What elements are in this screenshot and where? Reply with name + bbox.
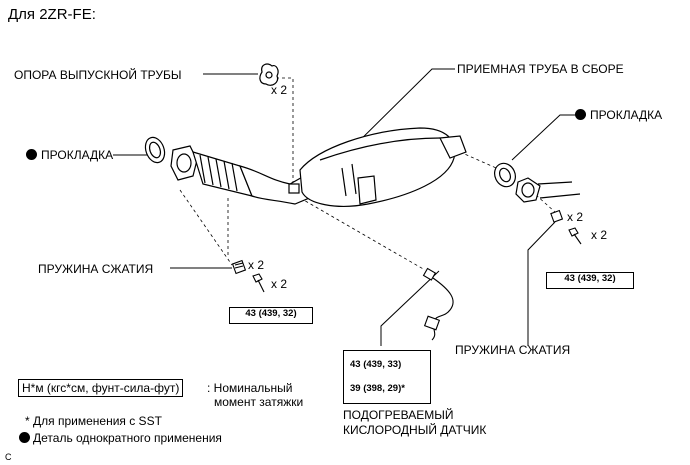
center-pipe-part (515, 177, 581, 203)
torque-sensor-box: 43 (439, 33) 39 (398, 29)* (343, 350, 431, 404)
qty-bolt-left: x 2 (271, 277, 288, 291)
exhaust-support-part (259, 63, 279, 86)
label-front-pipe: ПРИЕМНАЯ ТРУБА В СБОРЕ (457, 62, 624, 76)
label-spring-right: ПРУЖИНА СЖАТИЯ (455, 343, 571, 357)
label-sensor-line1: ПОДОГРЕВАЕМЫЙ (343, 408, 454, 422)
single-use-icon (26, 149, 37, 160)
torque-sensor-1: 43 (439, 33) (350, 359, 402, 370)
page-title: Для 2ZR-FE: (8, 6, 96, 23)
gasket-right-part (494, 162, 516, 188)
oxygen-sensor-part (422, 267, 454, 341)
single-use-icon (19, 432, 30, 443)
bolt-left-part (252, 273, 265, 293)
front-pipe-part (170, 127, 467, 207)
legend-unit-desc-2: момент затяжки (214, 395, 304, 409)
legend-unit-box: Н*м (кгс*см, фунт-сила-фут) (18, 379, 184, 397)
qty-spring-left: x 2 (248, 258, 265, 272)
legend-sst-note: * Для применения с SST (25, 414, 162, 428)
legend-single-use: Деталь однократного применения (33, 431, 222, 445)
torque-left: 43 (439, 32) (229, 307, 313, 324)
label-spring-left: ПРУЖИНА СЖАТИЯ (38, 262, 154, 276)
bolt-right-part (568, 227, 582, 245)
qty-support: x 2 (271, 83, 288, 97)
spring-left-part (231, 259, 247, 275)
figure-code: C (5, 452, 12, 462)
single-use-icon (575, 109, 586, 120)
torque-sensor-2: 39 (398, 29)* (350, 383, 405, 394)
label-sensor-line2: КИСЛОРОДНЫЙ ДАТЧИК (343, 423, 487, 437)
torque-right: 43 (439, 32) (546, 272, 634, 289)
label-gasket-left: ПРОКЛАДКА (41, 148, 114, 162)
legend-unit-desc-1: : Номинальный (207, 381, 293, 395)
label-exhaust-support: ОПОРА ВЫПУСКНОЙ ТРУБЫ (14, 68, 182, 82)
spring-right-part (550, 209, 564, 223)
qty-spring-right: x 2 (567, 210, 584, 224)
qty-bolt-right: x 2 (591, 228, 608, 242)
gasket-left-part (144, 136, 166, 164)
label-gasket-right: ПРОКЛАДКА (590, 108, 663, 122)
